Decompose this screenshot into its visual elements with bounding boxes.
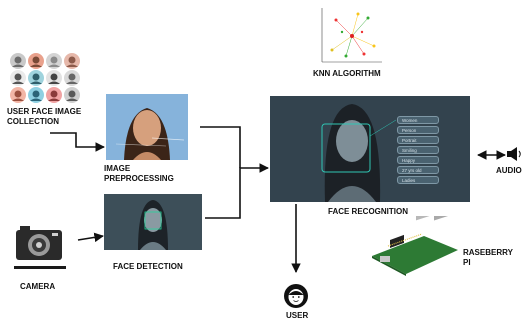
recognition-tag: Ladies bbox=[397, 176, 439, 184]
recognition-tag: Person bbox=[397, 126, 439, 134]
avatar-grid-icon bbox=[8, 52, 88, 104]
arrow-preprocessing-to-recognition bbox=[200, 126, 241, 168]
recognition-panel: Women Person Portrait Smiling Happy 27 y… bbox=[270, 96, 470, 202]
recognition-tag: Smiling bbox=[397, 146, 439, 154]
label-audio: AUDIO bbox=[496, 166, 522, 175]
user-icon bbox=[282, 282, 310, 310]
label-collection: USER FACE IMAGE COLLECTION bbox=[7, 107, 82, 126]
label-camera: CAMERA bbox=[20, 282, 56, 291]
label-preprocessing: IMAGE PREPROCESSING bbox=[104, 164, 174, 183]
arrow-detection-to-recognition bbox=[205, 163, 269, 219]
label-knn: KNN ALGORITHM bbox=[313, 69, 381, 78]
arrow-camera-to-detection bbox=[77, 232, 104, 243]
recognition-tag: Portrait bbox=[397, 136, 439, 144]
speaker-icon bbox=[506, 146, 524, 162]
recognition-tag: 27 yrs old bbox=[397, 166, 439, 174]
recognition-tag: Happy bbox=[397, 156, 439, 164]
label-user: USER bbox=[286, 311, 309, 320]
raspberry-pi-board-icon bbox=[368, 216, 460, 276]
detection-image bbox=[104, 194, 202, 250]
arrow-collection-to-preprocessing bbox=[50, 132, 105, 152]
knn-scatter-icon bbox=[318, 6, 384, 64]
label-detection: FACE DETECTION bbox=[113, 262, 183, 271]
preprocessing-image bbox=[106, 94, 188, 160]
label-recognition: FACE RECOGNITION bbox=[328, 207, 409, 216]
recognition-tag: Women bbox=[397, 116, 439, 124]
label-raspberry: RASEBERRY PI bbox=[463, 248, 513, 267]
camera-icon bbox=[14, 224, 66, 270]
